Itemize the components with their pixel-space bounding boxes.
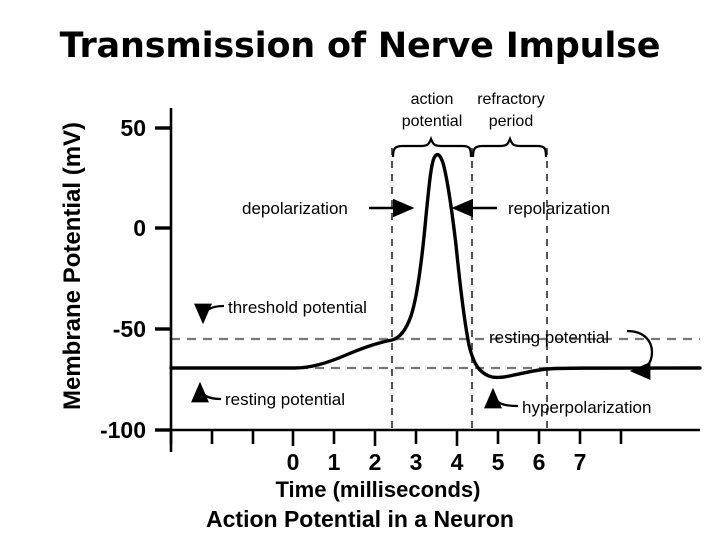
brace-label-action-line1: action	[411, 91, 454, 108]
x-axis-title: Time (milliseconds)	[276, 477, 481, 502]
brace-label-refractory-line2: period	[489, 113, 533, 130]
y-axis-title: Membrane Potential (mV)	[59, 122, 86, 410]
y-tick-label-0: 0	[133, 215, 146, 241]
y-axis-ticks	[155, 126, 171, 432]
x-tick-label-6: 6	[533, 449, 546, 475]
membrane-potential-curve	[169, 152, 702, 380]
y-tick-label-m50: -50	[113, 316, 146, 342]
x-tick-label-4: 4	[451, 449, 464, 475]
brace-label-action-line2: potential	[402, 113, 463, 130]
annotation-resting-potential-right: resting potential	[489, 328, 609, 347]
page-title: Transmission of Nerve Impulse	[59, 26, 661, 66]
annotation-depolarization: depolarization	[242, 199, 348, 218]
resting-potential-right-leader	[626, 329, 654, 380]
brace-label-refractory-line1: refractory	[477, 91, 545, 108]
x-tick-label-2: 2	[369, 449, 382, 475]
threshold-potential-leader	[194, 303, 225, 325]
resting-potential-left-leader	[191, 381, 222, 403]
annotation-threshold-potential: threshold potential	[228, 298, 367, 317]
x-tick-label-7: 7	[574, 449, 587, 475]
x-tick-label-0: 0	[287, 449, 300, 475]
annotation-repolarization: repolarization	[508, 199, 610, 218]
refractory-period-brace	[471, 135, 548, 158]
annotation-resting-potential-left: resting potential	[225, 390, 345, 409]
x-tick-label-1: 1	[328, 449, 341, 475]
figure-caption: Action Potential in a Neuron	[206, 506, 514, 532]
action-potential-brace	[391, 135, 473, 158]
annotation-hyperpolarization: hyperpolarization	[522, 398, 651, 417]
x-tick-label-3: 3	[410, 449, 423, 475]
y-tick-label-m100: -100	[100, 417, 146, 443]
x-tick-label-5: 5	[492, 449, 505, 475]
hyperpolarization-leader	[484, 387, 519, 409]
x-axis-ticks	[169, 430, 623, 446]
y-tick-label-50: 50	[120, 115, 146, 141]
